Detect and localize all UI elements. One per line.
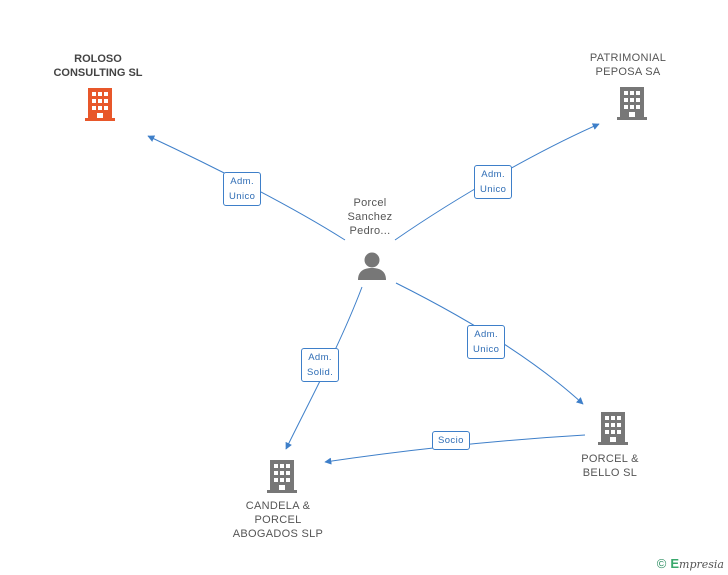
edge-label-line: Unico (473, 344, 500, 355)
edge-label-line: Adm. (230, 176, 255, 187)
node-label-line: ABOGADOS SLP (232, 528, 324, 540)
node-label-line: Sanchez (347, 211, 393, 223)
footer-brand: ©Empresia (657, 556, 724, 571)
node-label-line: Porcel (353, 197, 387, 209)
edge-label-line: Adm. (474, 329, 499, 340)
copyright-icon: © (656, 556, 667, 571)
node-label-line: PORCEL & (581, 453, 639, 465)
brand-initial: E (670, 556, 680, 571)
edge-label-line: Socio (438, 435, 464, 446)
node-label-person[interactable]: Porcel Sanchez Pedro... (320, 196, 420, 238)
person-icon[interactable] (356, 251, 388, 281)
node-label-line: ROLOSO (74, 53, 122, 65)
edge-label-porcel-bello[interactable]: Adm. Unico (467, 325, 506, 359)
node-label-roloso[interactable]: ROLOSO CONSULTING SL (30, 52, 166, 80)
node-label-line: PEPOSA SA (595, 66, 661, 78)
node-label-line: BELLO SL (582, 467, 638, 479)
node-label-patrimonial[interactable]: PATRIMONIAL PEPOSA SA (566, 51, 690, 79)
edge-label-patrimonial[interactable]: Adm. Unico (474, 165, 513, 199)
edge-label-candela[interactable]: Adm. Solid. (301, 348, 340, 382)
edge-label-line: Unico (229, 191, 256, 202)
node-label-line: CONSULTING SL (53, 67, 143, 79)
edge-label-line: Solid. (307, 367, 334, 378)
node-label-line: PATRIMONIAL (589, 52, 667, 64)
node-label-line: Pedro... (349, 225, 391, 237)
building-icon[interactable] (616, 85, 648, 121)
edge-label-line: Unico (480, 184, 507, 195)
building-icon[interactable] (266, 458, 298, 494)
edge-label-line: Adm. (481, 169, 506, 180)
edge-label-roloso[interactable]: Adm. Unico (223, 172, 262, 206)
node-label-candela[interactable]: CANDELA & PORCEL ABOGADOS SLP (214, 499, 342, 541)
node-label-line: CANDELA & (245, 500, 311, 512)
node-label-line: PORCEL (254, 514, 302, 526)
node-label-porcel-bello[interactable]: PORCEL & BELLO SL (565, 452, 655, 480)
edge-label-line: Adm. (308, 352, 332, 363)
edge-label-socio[interactable]: Socio (432, 431, 470, 450)
brand-name: mpresia (679, 558, 724, 571)
building-icon[interactable] (597, 410, 629, 446)
building-icon[interactable] (84, 86, 116, 122)
